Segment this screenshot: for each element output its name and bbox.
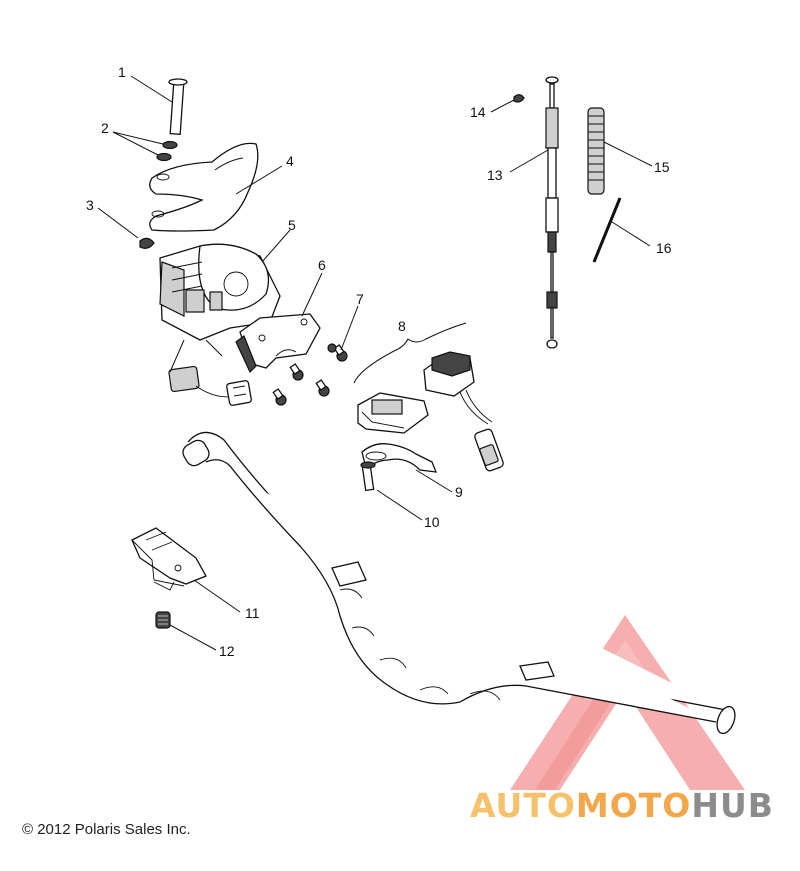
callout-4: 4: [286, 153, 294, 169]
brand-auto-text: AUTO: [470, 786, 576, 825]
copyright-notice: © 2012 Polaris Sales Inc.: [22, 821, 191, 838]
part-4-bracket: [149, 142, 259, 232]
callout-6: 6: [318, 257, 326, 273]
part-14-clip: [513, 94, 525, 103]
callout-11: 11: [245, 605, 260, 621]
callout-7: 7: [356, 291, 364, 307]
leader-lines: [97, 75, 653, 651]
callout-10: 10: [424, 514, 440, 530]
callout-16: 16: [656, 240, 672, 256]
part-1-pin: [168, 78, 188, 135]
part-13-cable: [545, 76, 559, 349]
part-15-sleeve: [587, 107, 605, 195]
callout-14: 14: [470, 104, 486, 120]
part-3-clip: [139, 237, 155, 249]
callout-labels: 1 2 3 4 5 6 7 8 9 10 11 12 13 14 15 16: [86, 64, 672, 659]
callout-8: 8: [398, 318, 406, 334]
brand-hub-text: HUB: [691, 786, 774, 825]
callout-5: 5: [288, 217, 296, 233]
part-8-throttle-assembly: [357, 351, 504, 472]
brand-moto-text: MOTO: [575, 786, 692, 825]
callout-12: 12: [219, 643, 235, 659]
callout-1: 1: [118, 64, 126, 80]
part-9-clamp: [361, 443, 438, 473]
part-5-switch-housing: [159, 243, 281, 341]
part-16-tie: [592, 197, 622, 263]
part-11-mount: [131, 527, 207, 591]
callout-3: 3: [86, 197, 94, 213]
part-10-bolt: [360, 461, 376, 492]
part-2-washers: [156, 140, 178, 162]
watermark-brand-text: AUTOMOTOHUB: [470, 786, 774, 825]
part-8-brace: [353, 322, 467, 384]
wire-connector-left: [168, 365, 252, 406]
part-6-cover-plate: [235, 313, 321, 374]
callout-15: 15: [654, 159, 670, 175]
callout-2: 2: [101, 120, 109, 136]
callout-13: 13: [487, 167, 503, 183]
callout-9: 9: [455, 484, 463, 500]
part-7-screws: [272, 343, 348, 406]
handlebar: [182, 431, 736, 735]
part-12-nut: [155, 611, 171, 629]
